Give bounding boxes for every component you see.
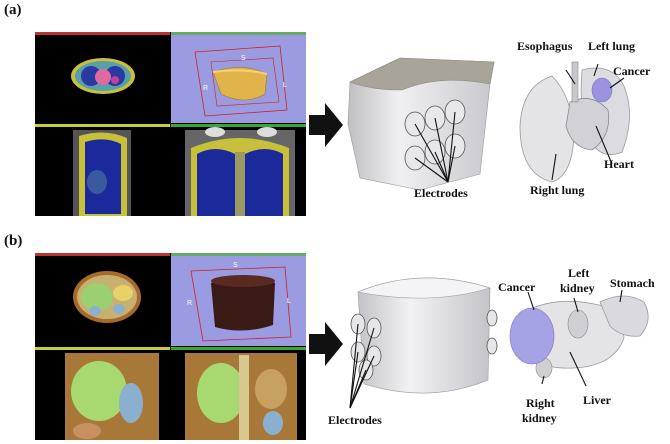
axis-letter-r-b: R: [187, 300, 192, 307]
left-lung-label: Left lung: [588, 39, 635, 54]
left-kidney-label-line1: Left: [568, 266, 589, 281]
liver-label: Liver: [583, 393, 611, 408]
stomach-label: Stomach: [610, 276, 655, 291]
cancer-shape-b: [510, 308, 554, 364]
electrodes-label-a: Electrodes: [414, 186, 468, 201]
axis-letter-r-a: R: [203, 85, 208, 92]
right-kidney-label-line2: kidney: [522, 411, 557, 426]
coronal-slice-chest: [185, 127, 295, 216]
right-kidney-label-line1: Right: [526, 396, 555, 411]
viewer-screenshot-a: S L R: [35, 32, 306, 216]
axial-slice-chest: [71, 58, 135, 94]
right-lung-shape: [520, 76, 574, 182]
sagittal-slice-abdomen: [65, 353, 159, 440]
panel-b-label: (b): [4, 233, 22, 250]
heart-label: Heart: [604, 157, 634, 172]
cancer-label-a: Cancer: [613, 64, 650, 79]
right-lung-label: Right lung: [530, 183, 584, 198]
axis-letter-s-b: S: [233, 262, 238, 269]
esophagus-shape: [572, 62, 578, 102]
axial-slice-abdomen: [73, 271, 141, 323]
left-kidney-label-line2: kidney: [560, 281, 595, 296]
electrodes-label-b: Electrodes: [328, 413, 382, 428]
arrow-b: [309, 322, 343, 366]
axis-letter-l-a: L: [283, 82, 287, 89]
coronal-slice-abdomen: [185, 353, 297, 440]
abdomen-model-with-electrodes: [340, 262, 505, 422]
sagittal-slice-chest: [73, 130, 131, 216]
esophagus-label: Esophagus: [517, 39, 572, 54]
viewer-screenshot-b: S L R: [35, 253, 306, 440]
axis-letter-s-a: S: [241, 55, 246, 62]
panel-a-label: (a): [4, 2, 22, 19]
cancer-label-b: Cancer: [498, 280, 535, 295]
axis-letter-l-b: L: [287, 298, 291, 305]
arrow-a: [309, 103, 343, 147]
abdominal-organ-model: [504, 282, 664, 392]
cancer-shape-a: [592, 78, 612, 102]
left-kidney-shape: [568, 310, 588, 338]
